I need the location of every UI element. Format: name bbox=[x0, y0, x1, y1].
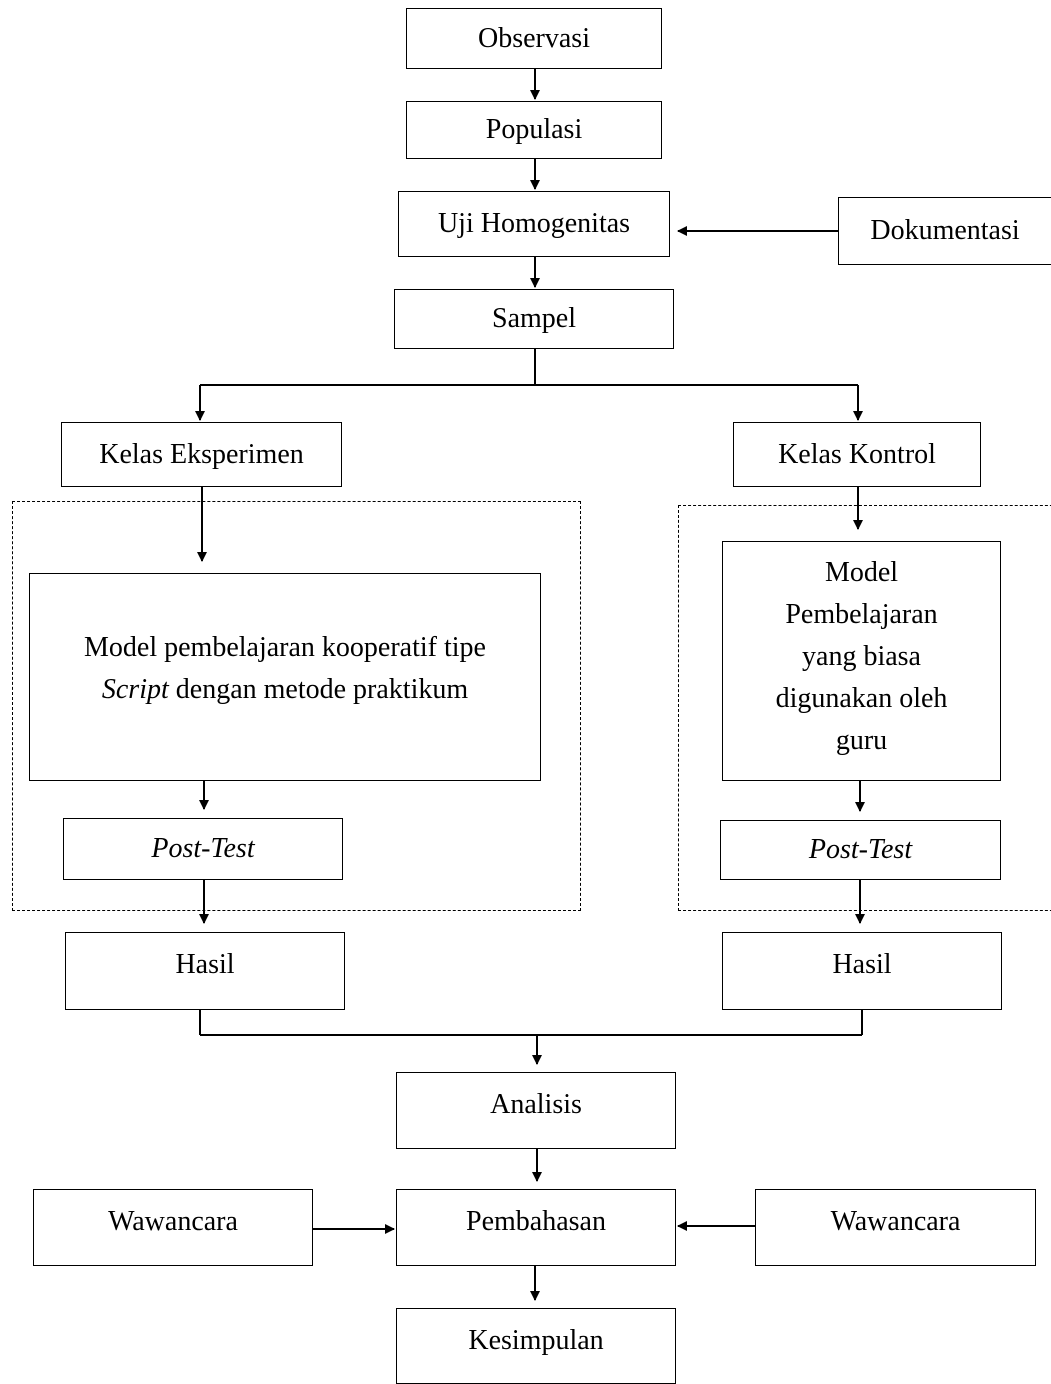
model-eksperimen-box: Model pembelajaran kooperatif tipe Scrip… bbox=[29, 573, 541, 781]
kelas-eksperimen-label: Kelas Eksperimen bbox=[99, 438, 304, 470]
wawancara-left-label: Wawancara bbox=[108, 1206, 238, 1237]
hasil-left-box: Hasil bbox=[65, 932, 345, 1010]
kelas-eksperimen-box: Kelas Eksperimen bbox=[61, 422, 342, 487]
populasi-box: Populasi bbox=[406, 101, 662, 159]
model-eksperimen-line1: Model pembelajaran kooperatif tipe bbox=[84, 632, 486, 663]
model-kontrol-line: Pembelajaran bbox=[785, 599, 938, 630]
wawancara-left-box: Wawancara bbox=[33, 1189, 313, 1266]
populasi-label: Populasi bbox=[485, 114, 583, 146]
kesimpulan-box: Kesimpulan bbox=[396, 1308, 676, 1384]
kelas-kontrol-box: Kelas Kontrol bbox=[733, 422, 981, 487]
analisis-label: Analisis bbox=[490, 1089, 582, 1120]
model-kontrol-line: yang biasa bbox=[802, 641, 921, 672]
script-term: Script bbox=[101, 674, 169, 705]
dokumentasi-label: Dokumentasi bbox=[870, 215, 1020, 247]
wawancara-right-box: Wawancara bbox=[755, 1189, 1036, 1266]
kesimpulan-label: Kesimpulan bbox=[468, 1325, 604, 1356]
uji-homogenitas-label: Uji Homogenitas bbox=[437, 208, 631, 240]
observasi-label: Observasi bbox=[478, 22, 590, 54]
pembahasan-box: Pembahasan bbox=[396, 1189, 676, 1266]
sampel-box: Sampel bbox=[394, 289, 674, 349]
eksperimen-dashed-group bbox=[12, 501, 581, 911]
post-test-right-label: Post-Test bbox=[808, 834, 913, 866]
model-kontrol-box: Model Pembelajaran yang biasa digunakan … bbox=[722, 541, 1001, 781]
observasi-box: Observasi bbox=[406, 8, 662, 69]
dokumentasi-box: Dokumentasi bbox=[838, 197, 1051, 265]
post-test-left-label: Post-Test bbox=[151, 833, 255, 865]
kelas-kontrol-label: Kelas Kontrol bbox=[778, 438, 936, 470]
hasil-right-box: Hasil bbox=[722, 932, 1002, 1010]
model-kontrol-line: digunakan oleh bbox=[775, 683, 948, 714]
sampel-label: Sampel bbox=[492, 303, 576, 335]
model-eksperimen-line2: Script dengan metode praktikum bbox=[102, 669, 468, 711]
model-kontrol-line: Model bbox=[824, 557, 899, 588]
wawancara-right-label: Wawancara bbox=[830, 1206, 961, 1237]
analisis-box: Analisis bbox=[396, 1072, 676, 1149]
model-eksperimen-line2-rest: dengan metode praktikum bbox=[168, 674, 469, 705]
post-test-right-box: Post-Test bbox=[720, 820, 1001, 880]
hasil-left-label: Hasil bbox=[175, 949, 235, 980]
hasil-right-label: Hasil bbox=[832, 949, 892, 980]
pembahasan-label: Pembahasan bbox=[466, 1206, 606, 1237]
uji-homogenitas-box: Uji Homogenitas bbox=[398, 191, 670, 257]
kontrol-dashed-group bbox=[678, 505, 1051, 911]
model-kontrol-line: guru bbox=[835, 725, 888, 756]
post-test-left-box: Post-Test bbox=[63, 818, 343, 880]
